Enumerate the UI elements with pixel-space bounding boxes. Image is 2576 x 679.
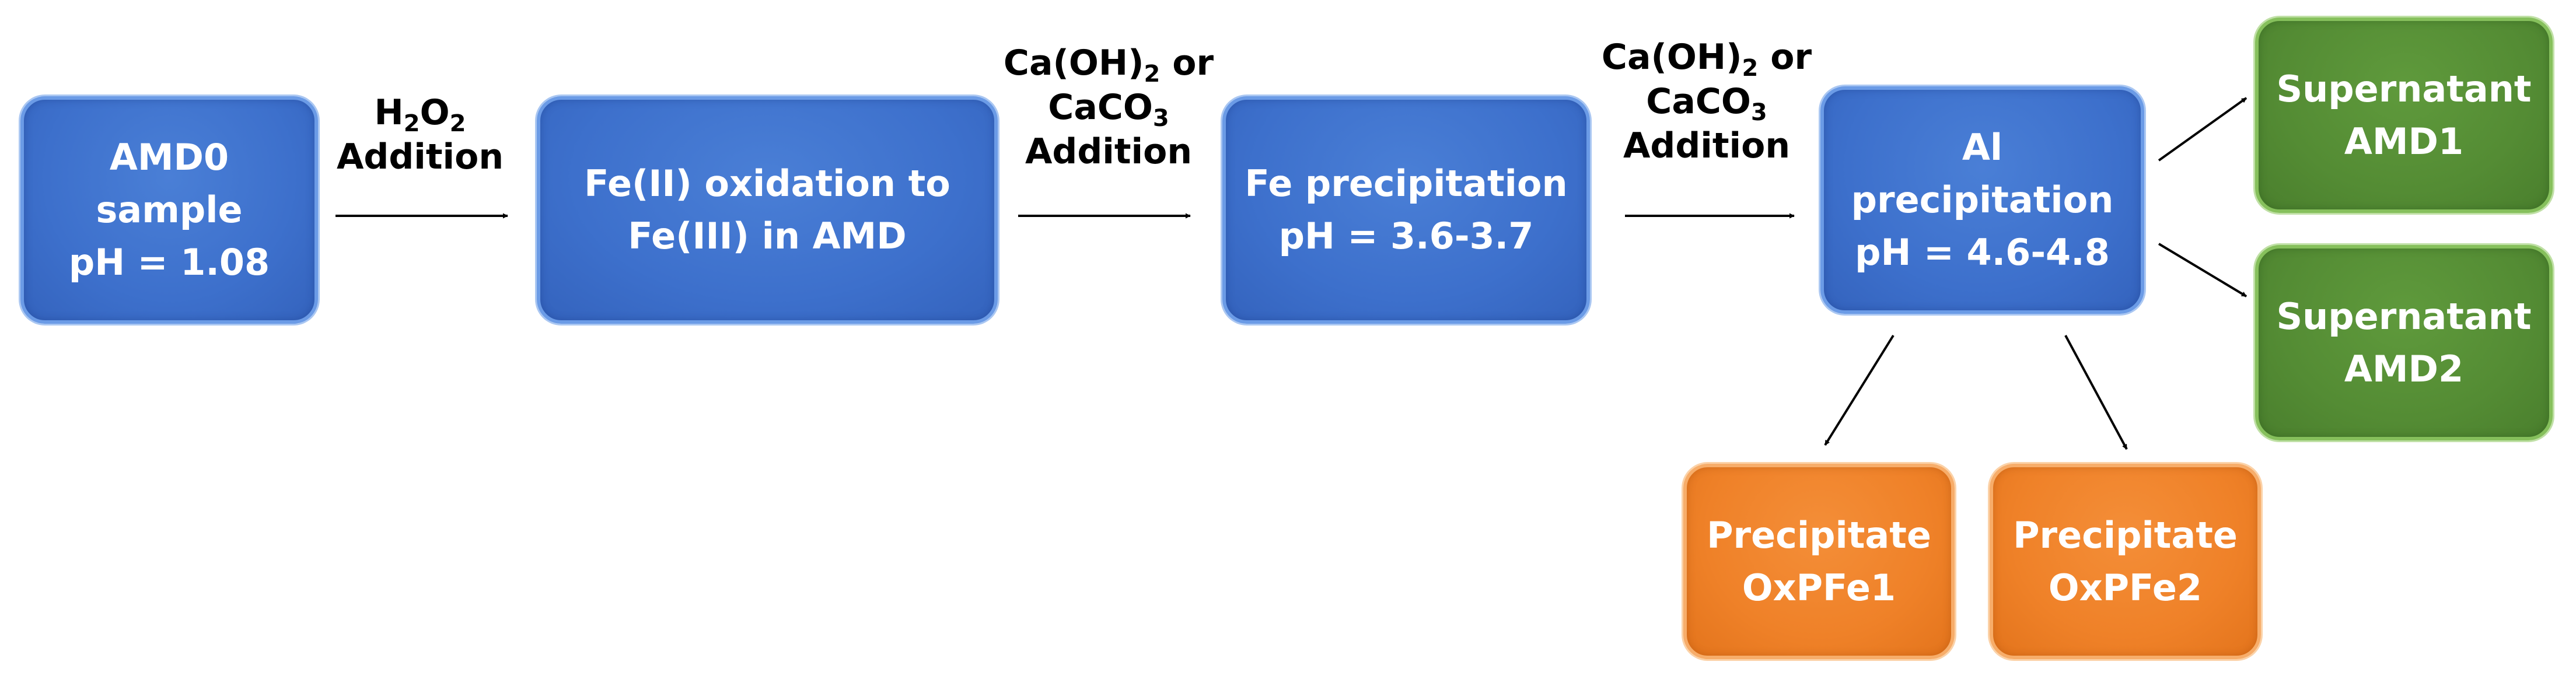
h2o2-addition-text: Addition: [336, 136, 504, 177]
fe-precip-line2: pH = 3.6-3.7: [1278, 215, 1534, 257]
al-precip-line1: Al: [1962, 126, 2003, 169]
h2o2-sub1: 2: [403, 110, 420, 137]
fe-oxidation-box: Fe(II) oxidation to Fe(III) in AMD: [537, 96, 998, 324]
h2o2-addition-label: H2O2 Addition: [327, 90, 513, 179]
h2o2-o: O: [420, 92, 450, 133]
arrow-al-to-precipitate1: [1824, 334, 1895, 446]
lime2-or: or: [1758, 37, 1812, 78]
al-precip-line3: pH = 4.6-4.8: [1855, 231, 2110, 274]
al-precipitation-box: Al precipitation pH = 4.6-4.8: [1820, 86, 2144, 314]
arrow-al-to-supernatant1: [2158, 97, 2248, 162]
supernatant1-line2: AMD1: [2344, 120, 2464, 163]
precipitate1-line2: OxPFe1: [1742, 566, 1896, 609]
lime1-sub2: 3: [1152, 105, 1169, 132]
lime2-sub: 2: [1742, 55, 1759, 82]
precipitate-oxpfe2-box: Precipitate OxPFe2: [1990, 464, 2261, 659]
oxidation-line1: Fe(II) oxidation to: [584, 162, 950, 205]
h2o2-h: H: [374, 92, 404, 133]
lime2-caoh: Ca(OH): [1601, 37, 1742, 78]
lime1-sub: 2: [1144, 61, 1161, 88]
arrow-al-to-supernatant2: [2158, 243, 2248, 298]
lime1-caco: CaCO: [1048, 87, 1153, 128]
supernatant-amd1-box: Supernatant AMD1: [2255, 18, 2553, 213]
lime1-caoh: Ca(OH): [1003, 43, 1144, 83]
fe-precipitation-box: Fe precipitation pH = 3.6-3.7: [1222, 96, 1590, 324]
supernatant2-line1: Supernatant: [2276, 295, 2532, 338]
precipitate2-line2: OxPFe2: [2048, 566, 2203, 609]
lime2-sub2: 3: [1750, 99, 1767, 126]
lime2-formula1: Ca(OH)2 or: [1590, 35, 1823, 82]
supernatant1-line1: Supernatant: [2276, 67, 2532, 110]
lime-addition-label-1: Ca(OH)2 or CaCO3 Addition: [992, 41, 1225, 174]
lime1-or: or: [1160, 43, 1214, 83]
lime2-addition-text: Addition: [1623, 125, 1791, 166]
h2o2-sub2: 2: [449, 110, 466, 137]
lime-addition-label-2: Ca(OH)2 or CaCO3 Addition: [1590, 35, 1823, 168]
lime1-addition-text: Addition: [1025, 131, 1193, 172]
amd0-line1: AMD0: [109, 136, 229, 178]
lime2-formula2: CaCO3: [1590, 79, 1823, 124]
amd0-line2: sample: [96, 188, 243, 231]
amd0-sample-box: AMD0 sample pH = 1.08: [20, 96, 318, 324]
oxidation-line2: Fe(III) in AMD: [628, 215, 907, 257]
precipitate-oxpfe1-box: Precipitate OxPFe1: [1683, 464, 1955, 659]
arrow-al-to-precipitate2: [2064, 335, 2128, 450]
supernatant2-line2: AMD2: [2344, 347, 2464, 390]
lime1-formula1: Ca(OH)2 or: [992, 41, 1225, 88]
precipitate2-line1: Precipitate: [2013, 513, 2238, 556]
arrow-group: [335, 97, 2248, 450]
lime2-caco: CaCO: [1646, 81, 1751, 122]
lime1-formula2: CaCO3: [992, 85, 1225, 130]
amd0-line3: pH = 1.08: [68, 241, 270, 284]
al-precip-line2: precipitation: [1851, 178, 2114, 221]
fe-precip-line1: Fe precipitation: [1245, 162, 1568, 205]
precipitate1-line1: Precipitate: [1707, 513, 1931, 556]
supernatant-amd2-box: Supernatant AMD2: [2255, 245, 2553, 440]
h2o2-formula: H2O2: [327, 90, 513, 135]
